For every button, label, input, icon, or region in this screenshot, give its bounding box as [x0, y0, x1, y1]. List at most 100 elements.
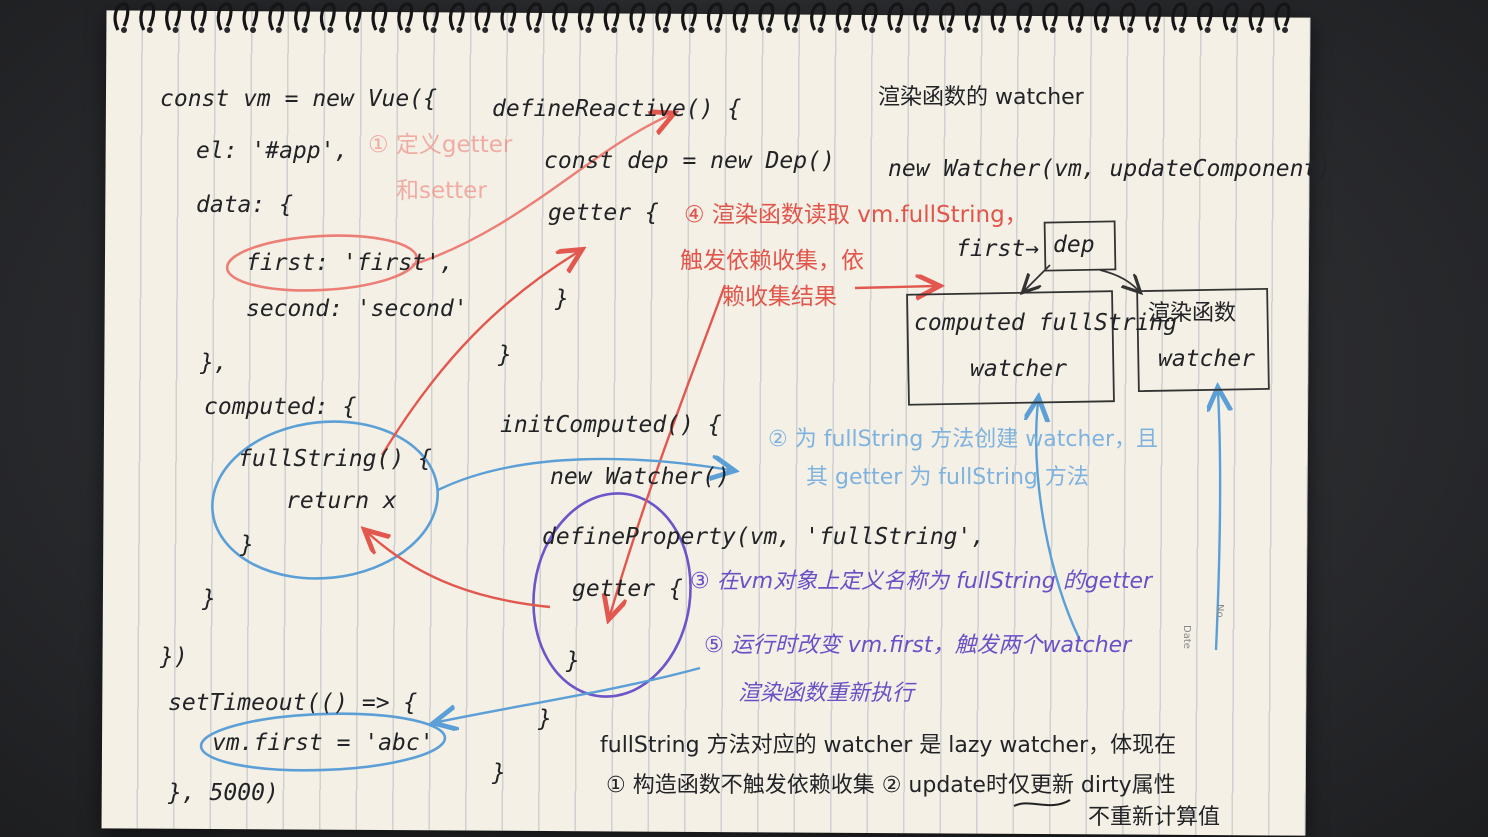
annotation-2-line-1: ② 为 fullString 方法创建 watcher，且 — [768, 427, 1158, 452]
spiral-hole — [1101, 27, 1108, 33]
code-line-1: const vm = new Vue({ — [160, 86, 437, 112]
spiral-ring — [190, 2, 207, 31]
spiral-hole — [379, 27, 385, 33]
computed-watcher-box — [906, 290, 1115, 406]
spiral-hole — [198, 27, 205, 33]
spiral-binding — [113, 2, 1291, 33]
red-arrow-first-to-definereactive — [411, 115, 670, 267]
render-box-line-2: watcher — [1158, 346, 1255, 372]
code-line-3: data: { — [196, 192, 293, 218]
code-line-10: } — [239, 532, 254, 558]
spiral-hole — [559, 27, 566, 33]
blue-circle-fullstring — [211, 420, 439, 580]
initcomputed-line-7: } — [491, 760, 506, 786]
code-line-13: setTimeout(() => { — [168, 690, 417, 716]
spiral-hole — [946, 27, 953, 33]
spiral-ring — [474, 2, 491, 31]
code-line-8: fullString() { — [238, 446, 432, 472]
spiral-hole — [224, 27, 231, 33]
spiral-hole — [275, 27, 282, 33]
initcomputed-line-3: defineProperty(vm, 'fullString', — [542, 524, 985, 550]
spiral-hole — [301, 27, 308, 33]
purple-circle-defineproperty — [532, 492, 692, 698]
definereactive-line-5: } — [497, 342, 512, 368]
spiral-ring — [1119, 2, 1136, 31]
spiral-ring — [397, 2, 414, 31]
code-line-2: el: '#app', — [196, 138, 348, 164]
dep-box — [1043, 220, 1117, 272]
spiral-hole — [456, 27, 463, 33]
annotation-5-line-1: ⑤ 运行时改变 vm.first，触发两个watcher — [704, 633, 1133, 658]
code-line-6: }, — [199, 350, 228, 376]
annotation-3: ③ 在vm对象上定义名称为 fullString 的getter — [690, 569, 1154, 594]
spiral-ring — [1222, 2, 1239, 31]
spiral-ring — [268, 2, 285, 31]
spiral-hole — [353, 27, 360, 33]
spiral-ring — [990, 2, 1007, 31]
spiral-hole — [662, 27, 669, 33]
definereactive-line-3: getter { — [548, 200, 659, 226]
code-line-11: } — [201, 586, 216, 612]
render-box-line-1: 渲染函数 — [1148, 301, 1236, 326]
spiral-ring — [861, 2, 878, 31]
notebook-no-label: No. — [1214, 604, 1225, 621]
spiral-hole — [482, 27, 489, 33]
spiral-hole — [869, 27, 876, 33]
annotation-4-line-2: 触发依赖收集，依 — [680, 248, 864, 274]
footer-scribble — [1013, 799, 1071, 807]
annotation-4-line-1: ④ 渲染函数读取 vm.fullString， — [684, 202, 1028, 228]
spiral-ring — [1042, 2, 1059, 31]
spiral-ring — [784, 2, 801, 31]
red-arrow-getter-to-return — [368, 533, 551, 609]
spiral-ring — [113, 2, 130, 31]
spiral-ring — [319, 2, 336, 31]
spiral-hole — [998, 27, 1005, 33]
spiral-hole — [146, 27, 153, 33]
spiral-ring — [165, 2, 181, 31]
definereactive-line-4: } — [554, 286, 569, 312]
spiral-hole — [1178, 27, 1185, 33]
spiral-hole — [740, 27, 747, 33]
spiral-hole — [1204, 27, 1211, 33]
spiral-hole — [533, 27, 540, 33]
blue-arrow-to-vmfirst — [438, 666, 701, 722]
spiral-ring — [577, 2, 594, 31]
spiral-hole — [1049, 27, 1056, 33]
spiral-hole — [327, 27, 334, 33]
spiral-ring — [500, 2, 517, 31]
spiral-ring — [139, 2, 156, 31]
spiral-ring — [1248, 2, 1265, 31]
annotation-1-line-2: 和setter — [396, 178, 487, 204]
code-line-15: }, 5000) — [167, 780, 279, 806]
code-line-14: vm.first = 'abc' — [212, 730, 434, 756]
footer-line-3: 不重新计算值 — [1088, 805, 1220, 830]
ink-arrow-dep-to-render — [1099, 269, 1138, 290]
spiral-ring — [758, 2, 775, 31]
code-line-7: computed: { — [204, 394, 356, 420]
spiral-hole — [611, 27, 618, 33]
initcomputed-line-4: getter { — [572, 576, 683, 602]
spiral-ring — [706, 2, 723, 31]
red-arrow-collect-result — [854, 286, 935, 288]
spiral-ring — [939, 2, 955, 31]
spiral-hole — [1256, 27, 1263, 33]
spiral-ring — [1145, 2, 1162, 31]
initcomputed-line-5: } — [565, 648, 580, 674]
annotation-4-line-3: 赖收集结果 — [722, 284, 837, 310]
code-line-5: second: 'second' — [246, 296, 468, 322]
blue-arrow-up-computed-watcher — [1036, 402, 1082, 641]
spiral-hole — [920, 27, 927, 33]
spiral-hole — [843, 27, 850, 33]
spiral-hole — [508, 27, 514, 33]
blue-circle-vmfirst — [199, 712, 447, 772]
spiral-ring — [552, 2, 568, 31]
spiral-ring — [629, 2, 646, 31]
spiral-ring — [1068, 2, 1084, 31]
code-line-4: first: 'first', — [246, 250, 454, 276]
spiral-ring — [913, 2, 930, 31]
spiral-ring — [371, 2, 388, 31]
computed-box-line-2: watcher — [970, 356, 1067, 382]
annotation-5-line-2: 渲染函数重新执行 — [738, 681, 917, 706]
spiral-hole — [714, 27, 721, 33]
